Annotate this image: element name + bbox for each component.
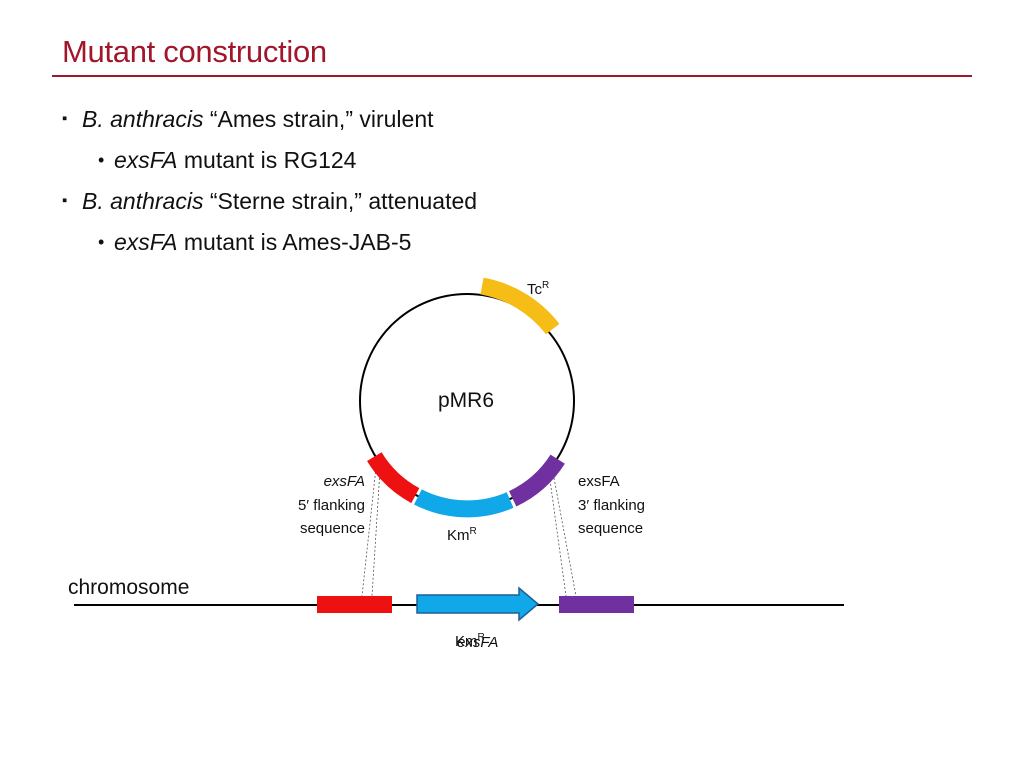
svg-text:sequence: sequence <box>300 520 365 537</box>
chromosome-label: chromosome <box>68 576 189 599</box>
dot-bullet-icon: • <box>98 232 105 252</box>
svg-text:3′ flanking: 3′ flanking <box>578 497 645 514</box>
bullet-sterne-strain: ▪ B. anthracis “Sterne strain,” attenuate… <box>62 186 477 227</box>
tc-label: TcR <box>527 280 549 298</box>
chromosome-3-flank-block <box>559 596 634 613</box>
tc-resistance-segment <box>480 277 560 335</box>
svg-text:exsFA: exsFA <box>578 473 620 490</box>
square-bullet-icon: ▪ <box>62 110 68 127</box>
bullet-text: mutant is Ames-JAB-5 <box>177 229 412 255</box>
square-bullet-icon: ▪ <box>62 192 68 209</box>
km-resistance-arrow <box>416 586 540 622</box>
title-rule <box>52 75 972 77</box>
bullet-text: mutant is RG124 <box>177 147 357 173</box>
right-flank-label: exsFA 3′ flanking sequence <box>578 473 645 537</box>
bullet-species: B. anthracis <box>82 188 204 214</box>
bullet-list: ▪ B. anthracis “Ames strain,” virulent • e… <box>62 104 477 268</box>
bullet-gene: exsFA <box>114 229 178 255</box>
bullet-species: B. anthracis <box>82 106 204 132</box>
homology-guide-lines <box>361 467 577 597</box>
left-flank-label: exsFA 5′ flanking sequence <box>298 473 365 537</box>
km-label: KmR <box>447 526 477 544</box>
exsfa-3-flank-segment <box>508 454 565 507</box>
chromosome-exsfa-label: exsFA <box>457 634 498 651</box>
dot-bullet-icon: • <box>98 150 105 170</box>
svg-text:5′ flanking: 5′ flanking <box>298 497 365 514</box>
exsfa-5-flank-segment <box>367 451 420 504</box>
svg-text:exsFA: exsFA <box>324 473 365 490</box>
slide-title: Mutant construction <box>62 34 327 69</box>
bullet-text: “Sterne strain,” attenuated <box>203 188 478 214</box>
plasmid-name: pMR6 <box>438 389 494 412</box>
bullet-ames-jab-5: • exsFA mutant is Ames-JAB-5 <box>62 227 477 268</box>
chromosome-5-flank-block <box>317 596 392 613</box>
bullet-gene: exsFA <box>114 147 178 173</box>
bullet-text: “Ames strain,” virulent <box>203 106 434 132</box>
bullet-ames-strain: ▪ B. anthracis “Ames strain,” virulent <box>62 104 477 145</box>
km-resistance-segment <box>414 489 514 518</box>
chromosome-km-label: KmR <box>455 632 485 650</box>
bullet-rg124: • exsFA mutant is RG124 <box>62 145 477 186</box>
svg-text:sequence: sequence <box>578 520 643 537</box>
